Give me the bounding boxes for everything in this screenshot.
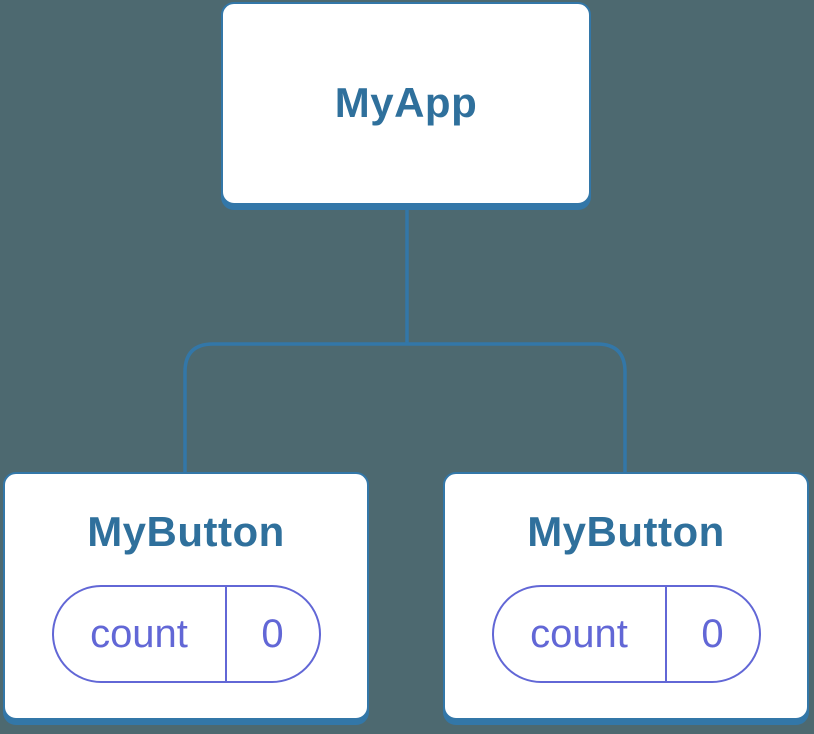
root-component-name: MyApp <box>334 79 478 127</box>
child-component-card-left: MyButton count 0 <box>3 472 369 720</box>
state-pill: count 0 <box>491 585 761 684</box>
state-pill: count 0 <box>51 585 321 684</box>
child-component-name: MyButton <box>527 507 725 555</box>
branch-connector-line <box>183 342 627 490</box>
root-component-card: MyApp <box>221 2 591 205</box>
child-component-card-right: MyButton count 0 <box>443 472 809 720</box>
state-label: count <box>54 587 227 682</box>
state-value: 0 <box>261 612 284 657</box>
state-value: 0 <box>701 612 724 657</box>
state-label: count <box>494 587 667 682</box>
child-component-name: MyButton <box>87 507 285 555</box>
